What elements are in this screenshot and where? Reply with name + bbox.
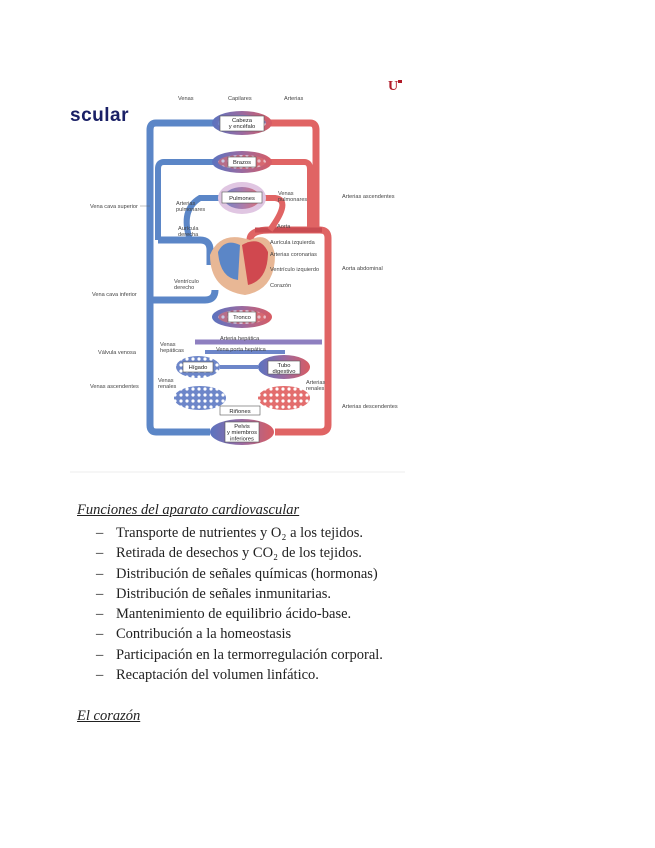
svg-text:Hígado: Hígado <box>189 365 208 371</box>
label-capilares: Capilares <box>228 96 252 102</box>
label-valvula-venosa: Válvula venosa <box>98 350 137 356</box>
vein-trunk-left <box>146 119 220 436</box>
label-venas: Venas <box>178 96 194 102</box>
label-arterias-descendentes: Arterias descendentes <box>342 404 398 410</box>
artery-trunk-head <box>265 119 320 230</box>
list-item: –Contribución a la homeostasis <box>96 626 292 643</box>
vena-cava-inferior <box>150 289 219 304</box>
label-vena-porta: Vena porta hepática <box>216 347 267 353</box>
university-logo: U <box>388 80 398 94</box>
label-auricula-izquierda: Aurícula izquierda <box>270 240 316 246</box>
label-aorta-abdominal: Aorta abdominal <box>342 266 383 272</box>
heart-heading: El corazón <box>77 708 141 724</box>
capillary-arms: Brazos <box>212 151 272 173</box>
label-arterias-coronarias: Arterias coronarias <box>270 252 317 258</box>
circulatory-system-figure: scular U Venas Capilares Arterias <box>70 80 410 475</box>
label-venas-ascendentes: Venas ascendentes <box>90 384 139 390</box>
svg-text:Pulmones: Pulmones <box>229 196 255 202</box>
label-vena-cava-superior: Vena cava superior <box>90 204 138 210</box>
capillary-liver: Hígado <box>176 356 220 378</box>
svg-text:Tronco: Tronco <box>233 315 251 321</box>
list-item: –Retirada de desechos y CO₂ de los tejid… <box>96 545 362 562</box>
logo-mark <box>398 80 402 83</box>
heart <box>210 237 275 295</box>
vein-arms <box>155 159 220 240</box>
label-ventriculo-izquierdo: Ventrículo izquierdo <box>270 267 319 273</box>
functions-heading: Funciones del aparato cardiovascular <box>77 502 300 518</box>
list-item: –Participación en la termorregulación co… <box>96 646 383 663</box>
list-item: –Transporte de nutrientes y O₂ a los tej… <box>96 525 363 541</box>
list-item: –Distribución de señales químicas (hormo… <box>96 565 378 582</box>
pulmonary-artery <box>183 195 220 241</box>
capillary-trunk: Tronco <box>212 306 272 328</box>
label-arterias: Arterias <box>284 96 303 102</box>
list-item: –Distribución de señales inmunitarias. <box>96 585 332 602</box>
functions-list: –Transporte de nutrientes y O₂ a los tej… <box>96 523 383 685</box>
label-corazon: Corazón <box>270 283 291 289</box>
pulmonary-vein <box>265 195 286 232</box>
vena-cava-superior <box>158 236 214 265</box>
svg-text:Riñones: Riñones <box>229 409 250 415</box>
svg-text:Brazos: Brazos <box>233 160 251 166</box>
label-arterias-ascendentes: Arterias ascendentes <box>342 194 395 200</box>
label-arteria-hepatica: Arteria hepática <box>220 336 260 342</box>
artery-arms <box>265 159 313 230</box>
slide-title-fragment: scular <box>70 105 129 126</box>
capillary-kidneys: Riñones <box>174 386 310 416</box>
label-aorta: Aorta <box>277 224 291 230</box>
list-item: –Recaptación del volumen linfático. <box>96 667 319 684</box>
circulatory-diagram: scular U Venas Capilares Arterias <box>70 80 405 473</box>
list-item: –Mantenimiento de equilibrio ácido-base. <box>96 606 352 623</box>
capillary-lungs: Pulmones <box>218 182 266 214</box>
label-vena-cava-inferior: Vena cava inferior <box>92 292 137 298</box>
